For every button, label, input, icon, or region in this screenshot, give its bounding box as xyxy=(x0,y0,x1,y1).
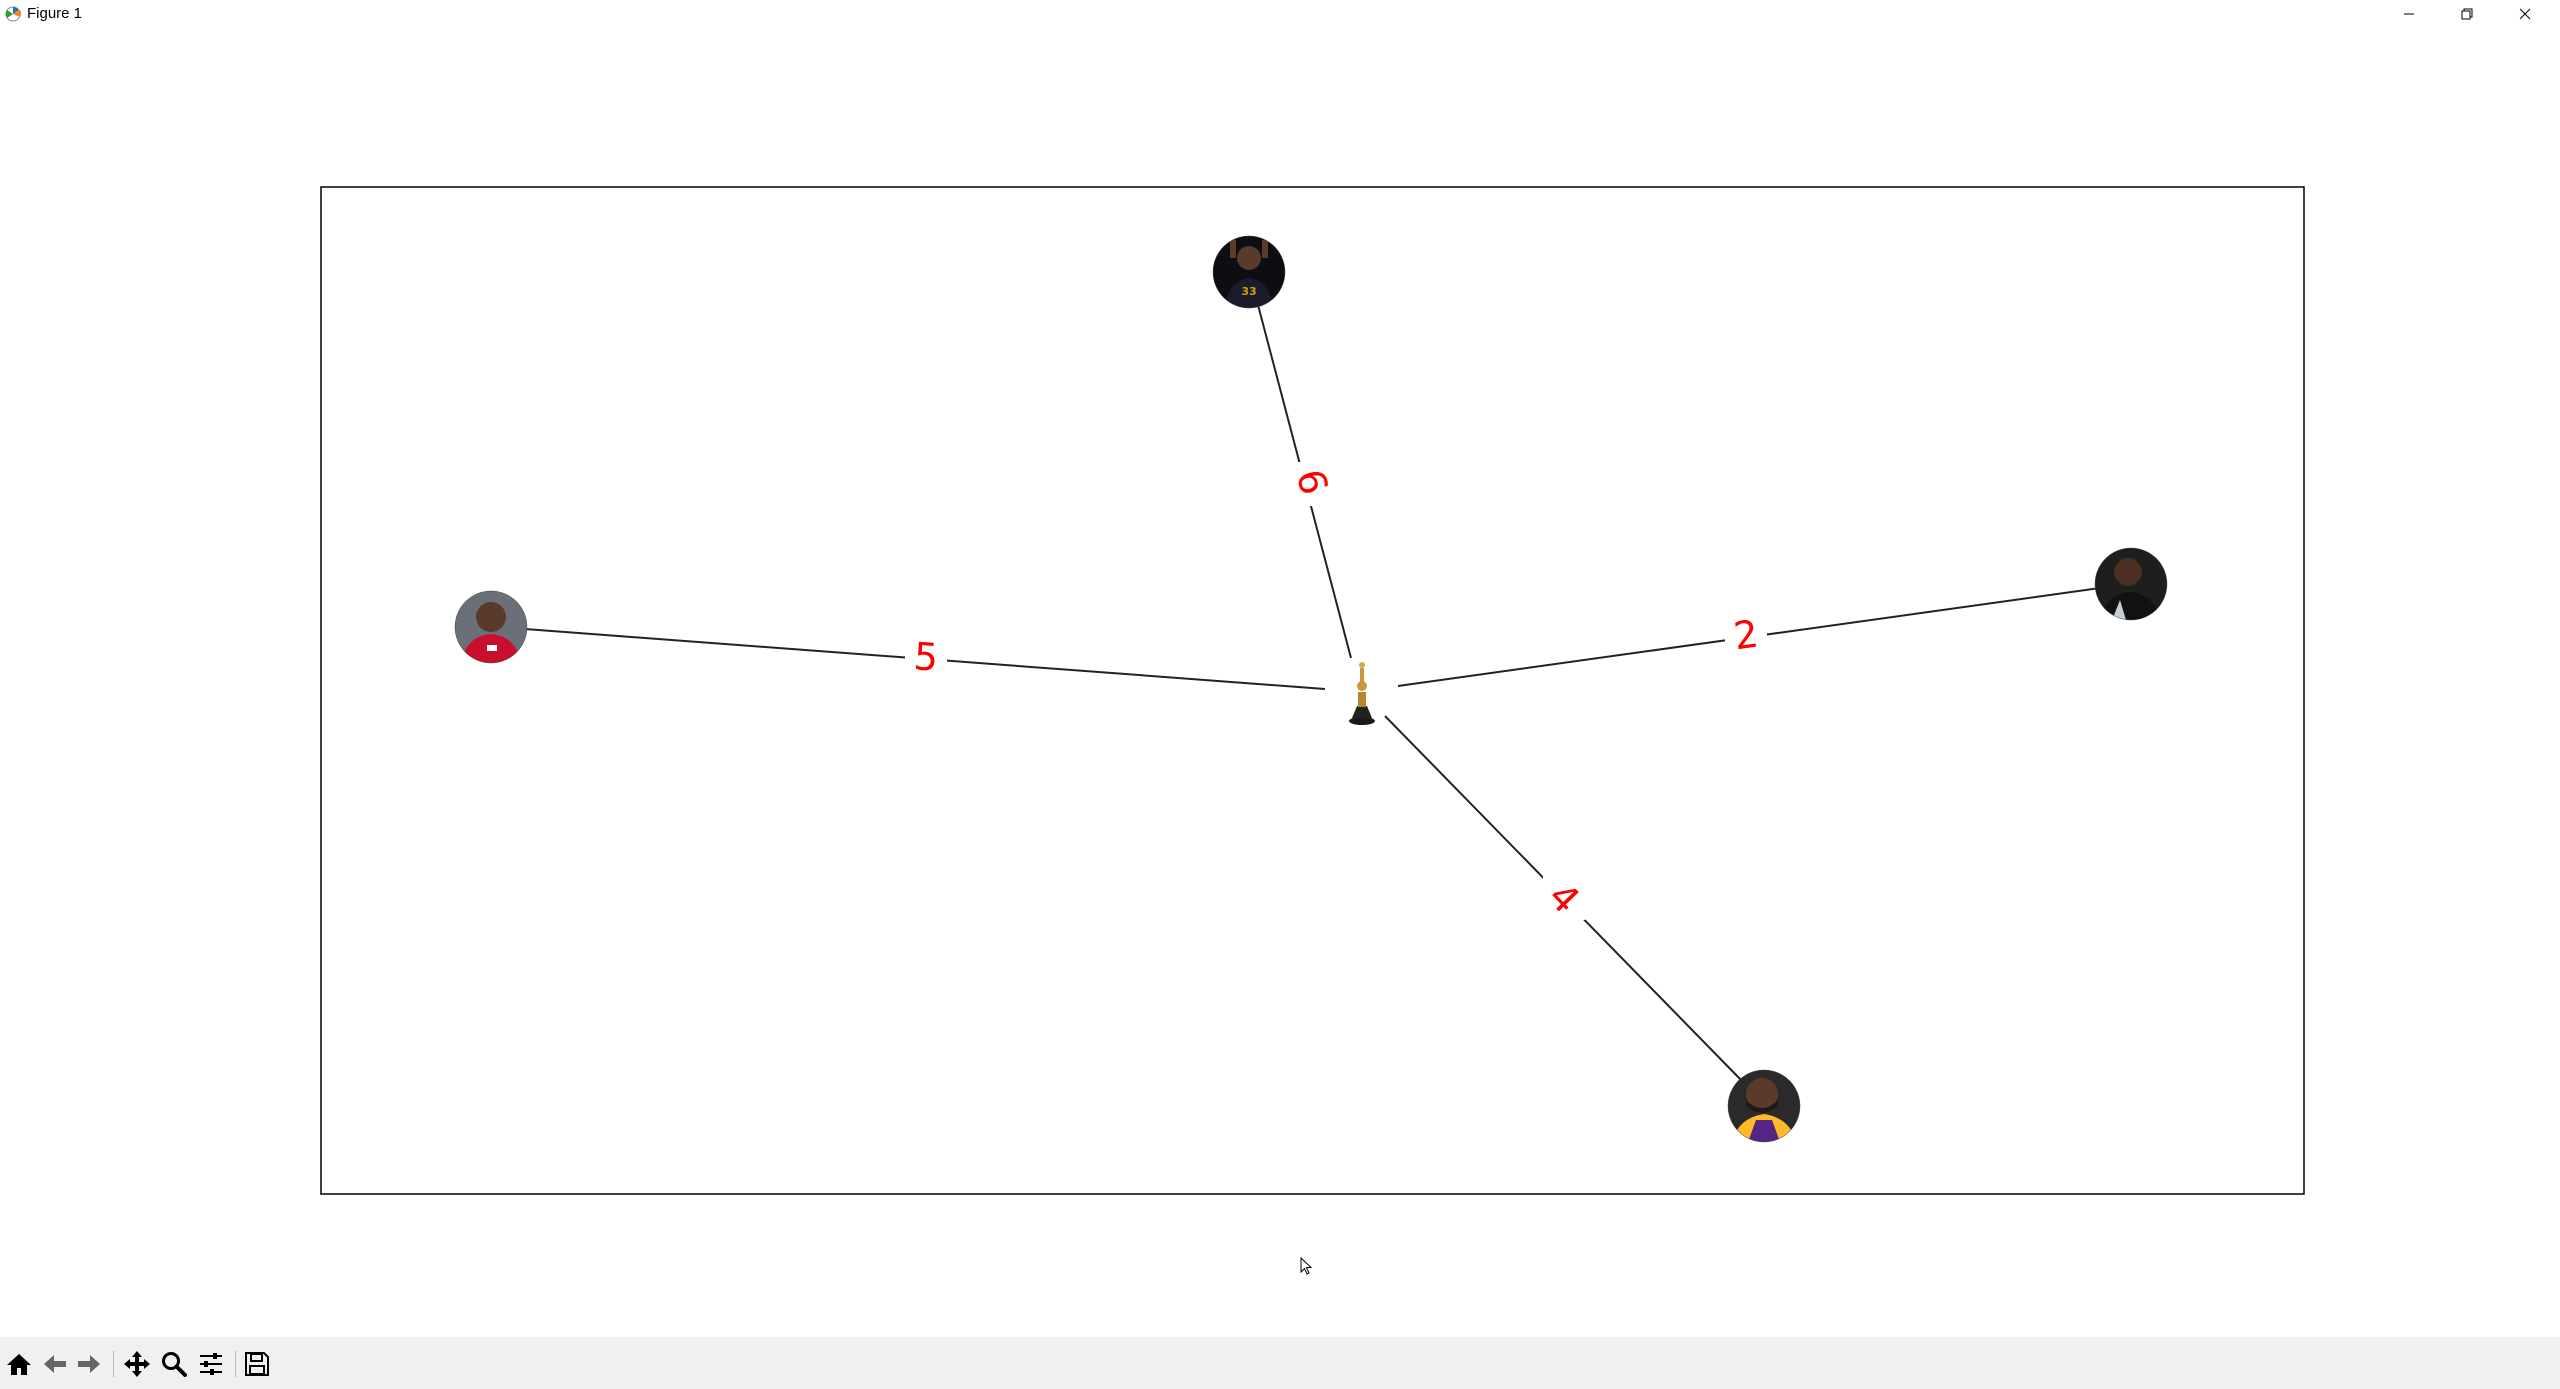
home-button[interactable] xyxy=(4,1349,34,1379)
save-button[interactable] xyxy=(242,1349,272,1379)
home-icon xyxy=(6,1352,32,1376)
forward-icon xyxy=(76,1353,102,1375)
mouse-cursor-icon xyxy=(1300,1256,1314,1282)
player-avatar-left xyxy=(454,590,528,664)
edge-label-backgrounds xyxy=(905,462,1767,920)
toolbar-separator xyxy=(235,1351,236,1377)
zoom-icon xyxy=(161,1351,187,1377)
pan-button[interactable] xyxy=(122,1349,152,1379)
window-title: Figure 1 xyxy=(27,5,83,22)
graph-plot: 6 5 2 4 xyxy=(320,186,2305,1195)
close-icon xyxy=(2519,8,2531,20)
close-button[interactable] xyxy=(2496,0,2554,28)
graph-edges xyxy=(524,304,2101,1083)
forward-button[interactable] xyxy=(74,1349,104,1379)
configure-subplots-icon xyxy=(198,1351,224,1377)
zoom-button[interactable] xyxy=(159,1349,189,1379)
title-bar: Figure 1 xyxy=(0,0,2560,28)
toolbar-separator xyxy=(113,1351,114,1377)
player-avatar-top: 33 xyxy=(1212,235,1286,309)
svg-text:33: 33 xyxy=(1241,285,1256,298)
axes-frame xyxy=(320,186,2305,1195)
back-icon xyxy=(42,1353,68,1375)
figure-canvas[interactable]: 6 5 2 4 xyxy=(0,28,2560,1337)
navigation-toolbar xyxy=(0,1337,2560,1389)
pan-icon xyxy=(123,1350,151,1378)
configure-subplots-button[interactable] xyxy=(196,1349,226,1379)
edge-label-left: 5 xyxy=(912,634,939,680)
minimize-button[interactable] xyxy=(2380,0,2438,28)
player-avatar-right xyxy=(2094,547,2168,621)
save-icon xyxy=(244,1351,270,1377)
matplotlib-app-icon xyxy=(4,5,22,23)
trophy-icon xyxy=(1349,662,1375,725)
minimize-icon xyxy=(2403,8,2415,20)
back-button[interactable] xyxy=(40,1349,70,1379)
restore-icon xyxy=(2461,8,2473,20)
player-avatar-bottom xyxy=(1727,1069,1801,1143)
restore-button[interactable] xyxy=(2438,0,2496,28)
